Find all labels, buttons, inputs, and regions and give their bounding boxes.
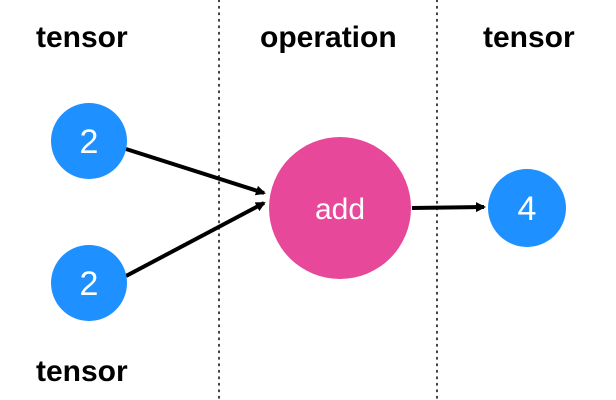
tensor-node-value: 2 — [80, 123, 99, 161]
operation-node-circle — [269, 137, 411, 279]
tensor-node-output: 4 — [488, 169, 566, 247]
header-tensor-right: tensor — [483, 21, 575, 54]
tensor-node-input-a: 2 — [51, 103, 127, 179]
tensor-node-input-b: 2 — [51, 245, 127, 321]
arrow-input-a-to-add — [125, 147, 266, 196]
tensor-node-circle — [51, 103, 127, 179]
header-operation: operation — [260, 21, 397, 54]
arrow-add-to-output — [411, 202, 486, 213]
arrow-input-b-to-add — [125, 201, 266, 278]
operation-node-add: add — [269, 137, 411, 279]
footer-tensor-left: tensor — [36, 355, 128, 388]
tensor-node-circle — [488, 169, 566, 247]
operation-node-label: add — [315, 193, 365, 226]
tensor-node-value: 2 — [80, 265, 99, 303]
tensor-node-value: 4 — [518, 190, 537, 228]
tensor-node-circle — [51, 245, 127, 321]
header-tensor-left: tensor — [36, 21, 128, 54]
